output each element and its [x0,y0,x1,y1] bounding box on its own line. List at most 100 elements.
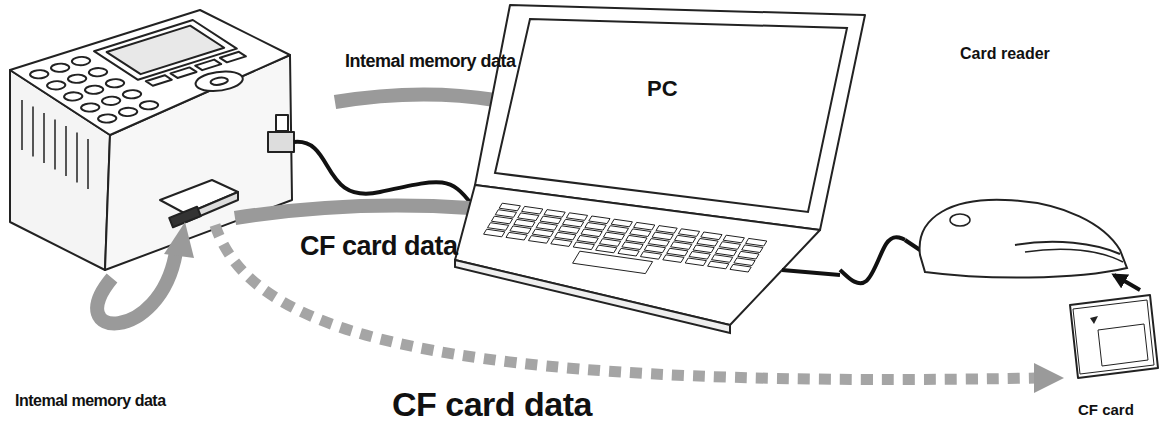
drawing-part [611,219,632,227]
drawing-part [268,132,294,152]
drawing-part [510,226,531,234]
node-label: PC [647,77,678,101]
drawing-part [603,232,624,240]
drawing-part [634,222,655,230]
drawing-part [573,251,653,273]
drawing-part [99,95,124,106]
drawing-part [146,75,172,86]
drawing-part [920,200,1127,278]
drawing-part [697,239,718,247]
drawing-part [573,242,594,250]
drawing-part [61,91,86,102]
drawing-part [171,67,197,78]
drawing-part [107,26,225,75]
drawing-part [701,232,722,240]
drawing-part [607,226,628,234]
drawing-part [1015,242,1120,254]
drawing-part [119,89,144,100]
drawing-part [235,206,470,218]
drawing-part [596,245,617,253]
drawing-part [220,52,246,63]
drawing-part [488,223,509,231]
drawing-part [76,133,78,183]
drawing-part [708,261,729,269]
drawing-part [27,69,52,80]
drawing-part [82,84,107,95]
card-reader-outline [905,40,1160,275]
drawing-part [630,229,651,237]
drawing-part [208,76,231,86]
drawing-part [27,55,162,124]
drawing-part [577,236,598,244]
drawing-part [116,106,141,117]
drawing-part [48,62,73,73]
drawing-part [618,248,639,256]
drawing-part [782,270,840,275]
drawing-part [563,219,584,227]
drawing-part [495,210,516,218]
drawing-part [491,216,512,224]
drawing-part [555,232,576,240]
drawing-part [54,120,56,170]
drawing-part [551,239,572,247]
drawing-part [95,113,120,124]
drawing-part [65,126,67,176]
drawing-part [32,107,34,157]
drawing-part [742,245,763,253]
drawing-part [65,73,90,84]
drawing-part [195,60,221,71]
measuring-instrument [10,10,294,270]
drawing-part [97,252,176,323]
drawing-part [712,255,733,263]
drawing-part [455,260,730,333]
drawing-part [626,235,647,243]
card-reader: Card reader [905,40,1160,275]
drawing-part [656,226,677,234]
drawing-part [102,78,127,89]
drawing-part [685,258,706,266]
drawing-part [1025,249,1123,262]
usb-cable [294,142,472,205]
drawing-part [644,245,665,253]
data-flow-label: Intemal memory data [345,52,516,72]
drawing-part [738,251,759,259]
drawing-part [495,19,847,212]
drawing-part [730,264,751,272]
drawing-part [518,213,539,221]
data-flow-label: Intemal memory data [15,392,166,410]
drawing-part [693,245,714,253]
drawing-part [544,210,565,218]
drawing-part [87,139,89,189]
drawing-part [566,213,587,221]
drawing-part [648,239,669,247]
drawing-part [715,248,736,256]
drawing-part [1070,295,1158,378]
drawing-part [585,223,606,231]
drawing-part [335,94,495,102]
drawing-part [689,252,710,260]
drawing-part [675,235,696,243]
drawing-part [164,222,194,258]
drawing-part [734,258,755,266]
drawing-part [1098,324,1148,366]
drawing-part [532,229,553,237]
drawing-part [600,239,621,247]
drawing-part [559,226,580,234]
drawing-part [1090,316,1098,324]
drawing-part [1073,300,1154,374]
drawing-part [622,242,643,250]
drawing-part [85,67,110,78]
drawing-part [746,238,767,246]
drawing-part [44,80,69,91]
drawing-part [506,232,527,240]
cf-card: CF card [1050,290,1170,430]
drawing-part [499,203,520,211]
drawing-part [671,242,692,250]
drawing-part [276,115,288,131]
drawing-part [187,67,251,95]
drawing-part [528,236,549,244]
drawing-part [667,248,688,256]
drawing-part [22,100,88,189]
drawing-part [589,216,610,224]
drawing-part [652,232,673,240]
